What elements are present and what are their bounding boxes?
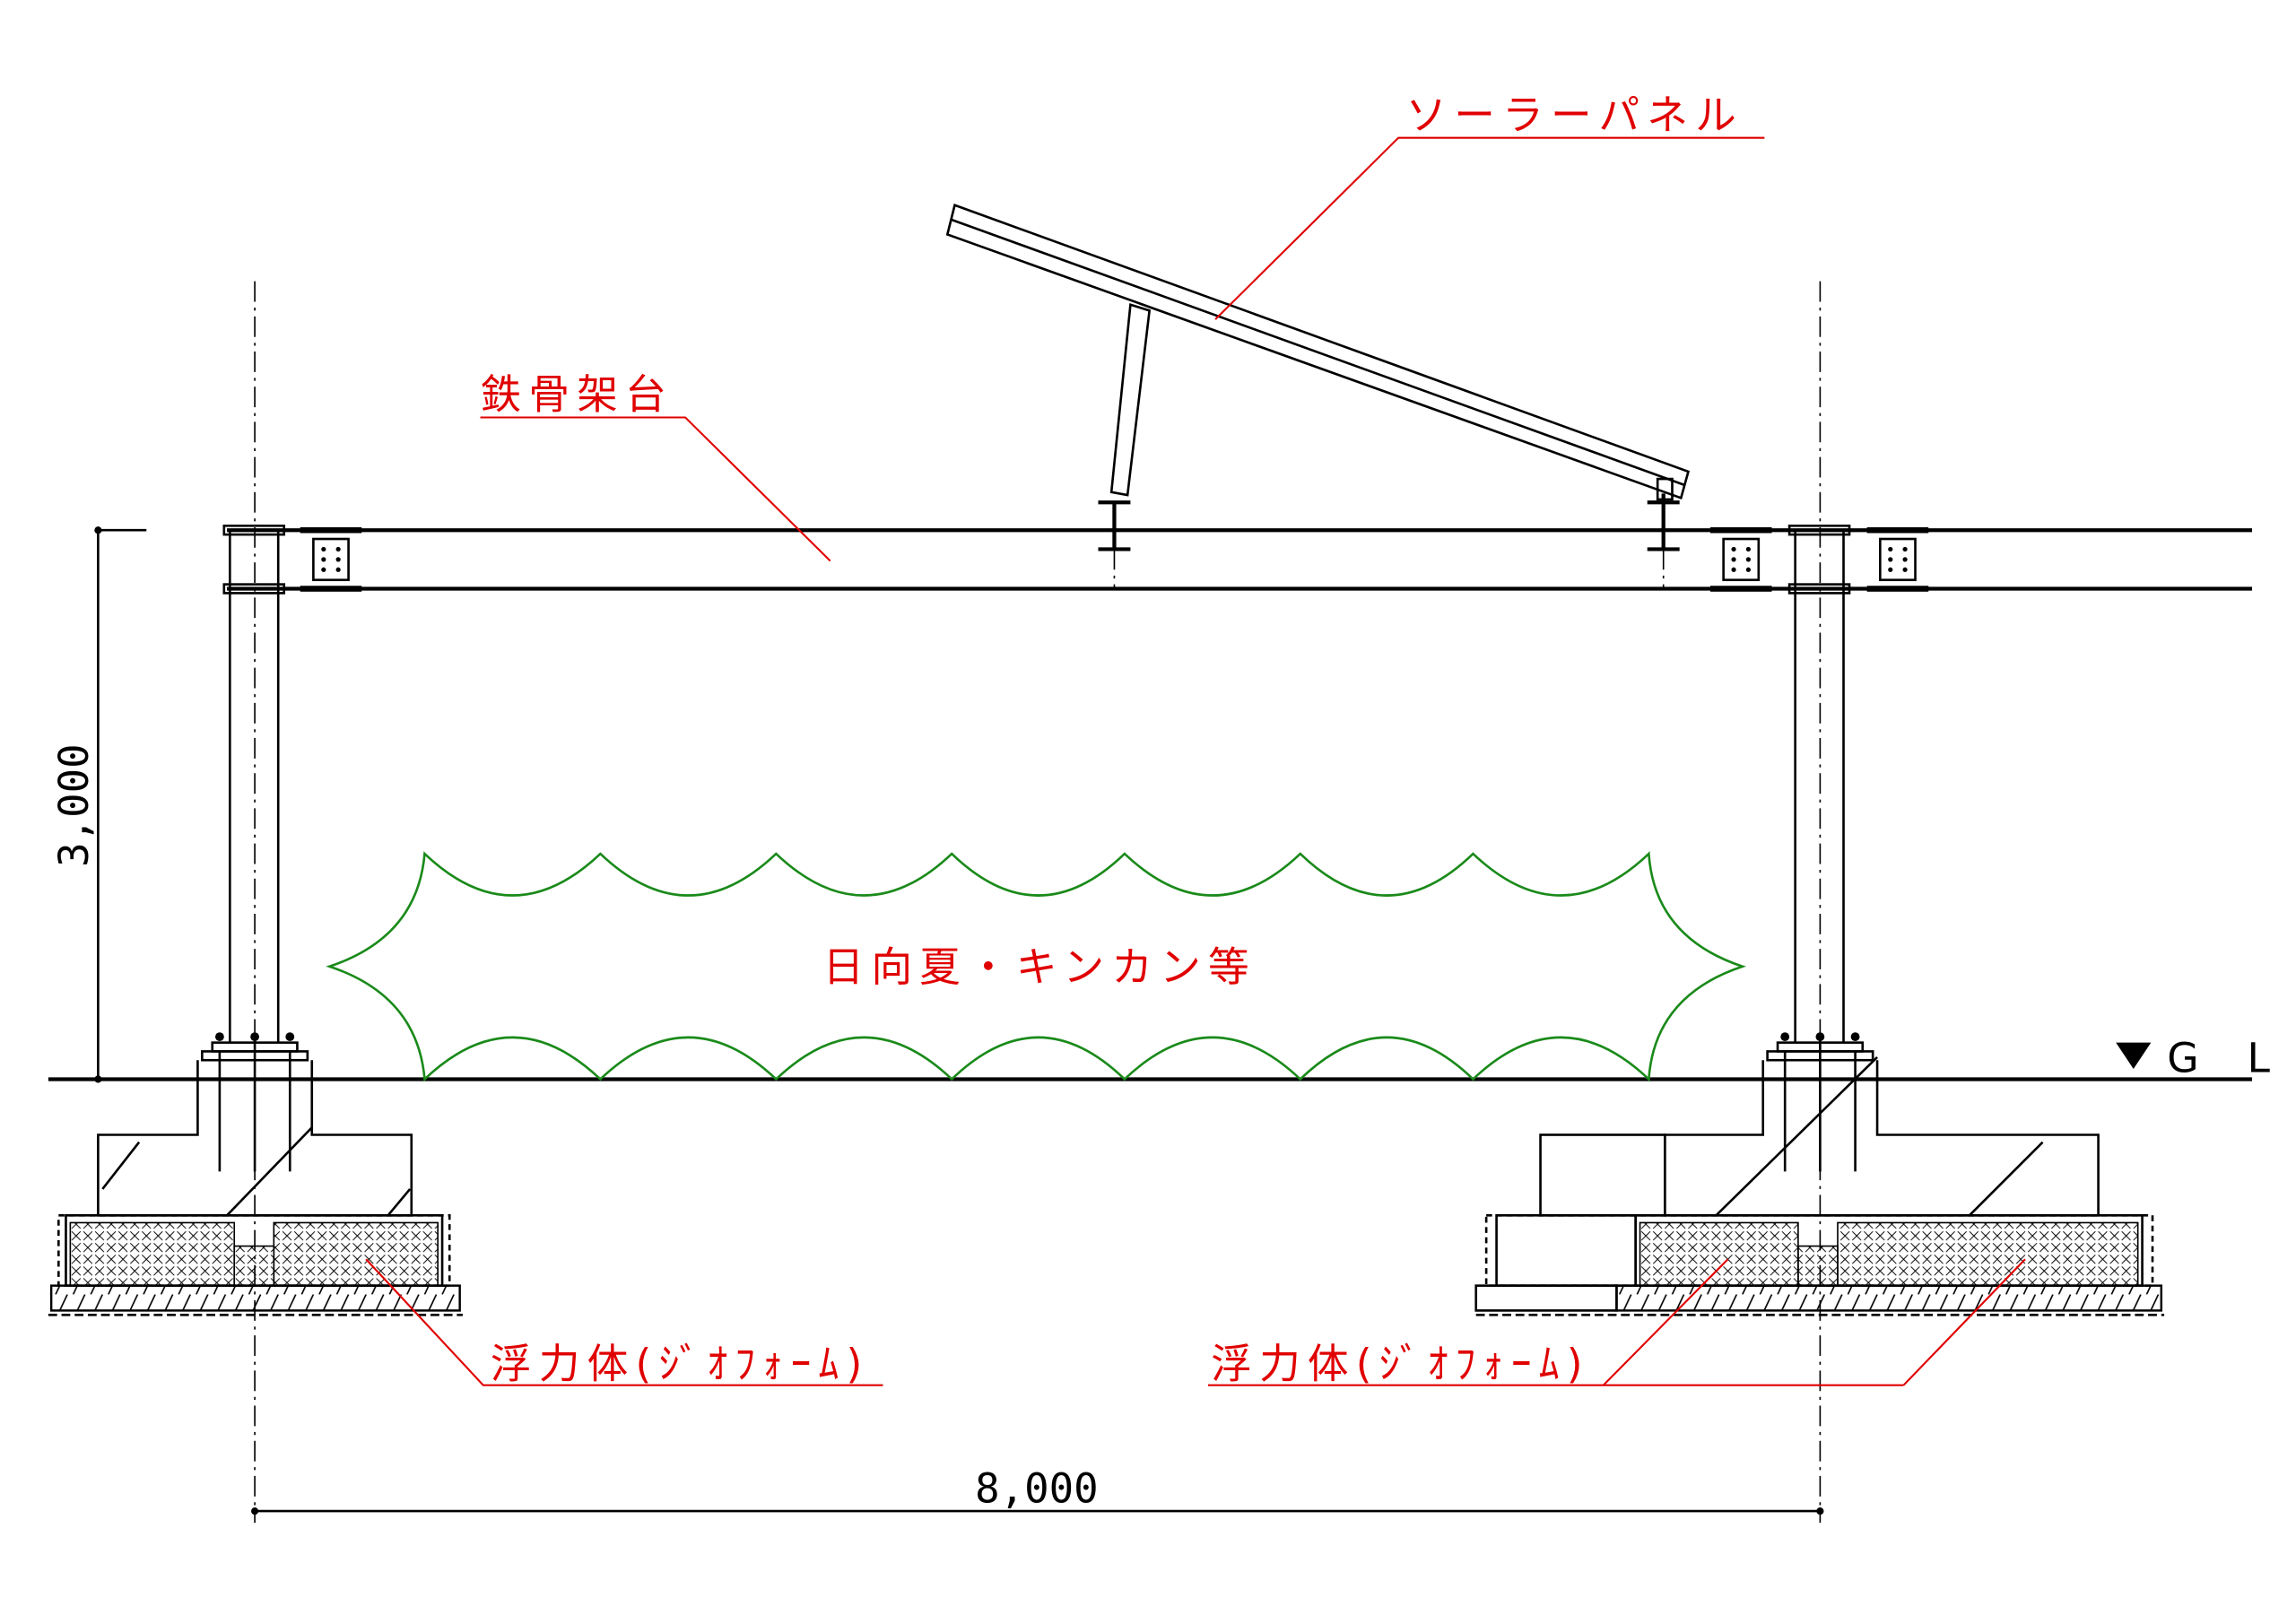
column-right <box>1787 525 1851 1043</box>
splice-plate <box>1866 526 1929 592</box>
float-left-label: 浮力体(ｼﾞｵﾌｫｰﾑ) <box>491 1341 870 1388</box>
height-dimension-label: 3,000 <box>50 743 98 867</box>
ground-level-triangle-icon <box>2116 1042 2152 1070</box>
solar-panel-label: ソーラーパネル <box>1405 91 1744 139</box>
solar-panel <box>945 204 1691 589</box>
solar-panel-leader <box>1214 136 1765 320</box>
float-right-leader <box>1902 1258 2026 1386</box>
steel-frame-label: 鉄骨架台 <box>481 371 674 419</box>
foundation-left <box>48 1032 463 1316</box>
column-left <box>222 525 286 1043</box>
float-left-leader <box>365 1258 883 1386</box>
foundation-right <box>1474 1032 2165 1316</box>
span-dimension-label: 8,000 <box>975 1464 1099 1512</box>
vegetation-outline <box>326 851 1746 1082</box>
plants-label: 日向夏・キンカン等 <box>822 943 1256 991</box>
height-dimension <box>94 526 147 1083</box>
span-dimension <box>251 1507 1824 1515</box>
float-right-label: 浮力体(ｼﾞｵﾌｫｰﾑ) <box>1211 1341 1590 1388</box>
steel-frame-leader <box>480 416 831 562</box>
splice-plate <box>300 526 362 592</box>
ground-level-label: G L <box>2167 1034 2287 1081</box>
steel-beam <box>227 528 2253 591</box>
float-right-leader <box>1603 1258 1729 1386</box>
splice-plate <box>1709 526 1772 592</box>
